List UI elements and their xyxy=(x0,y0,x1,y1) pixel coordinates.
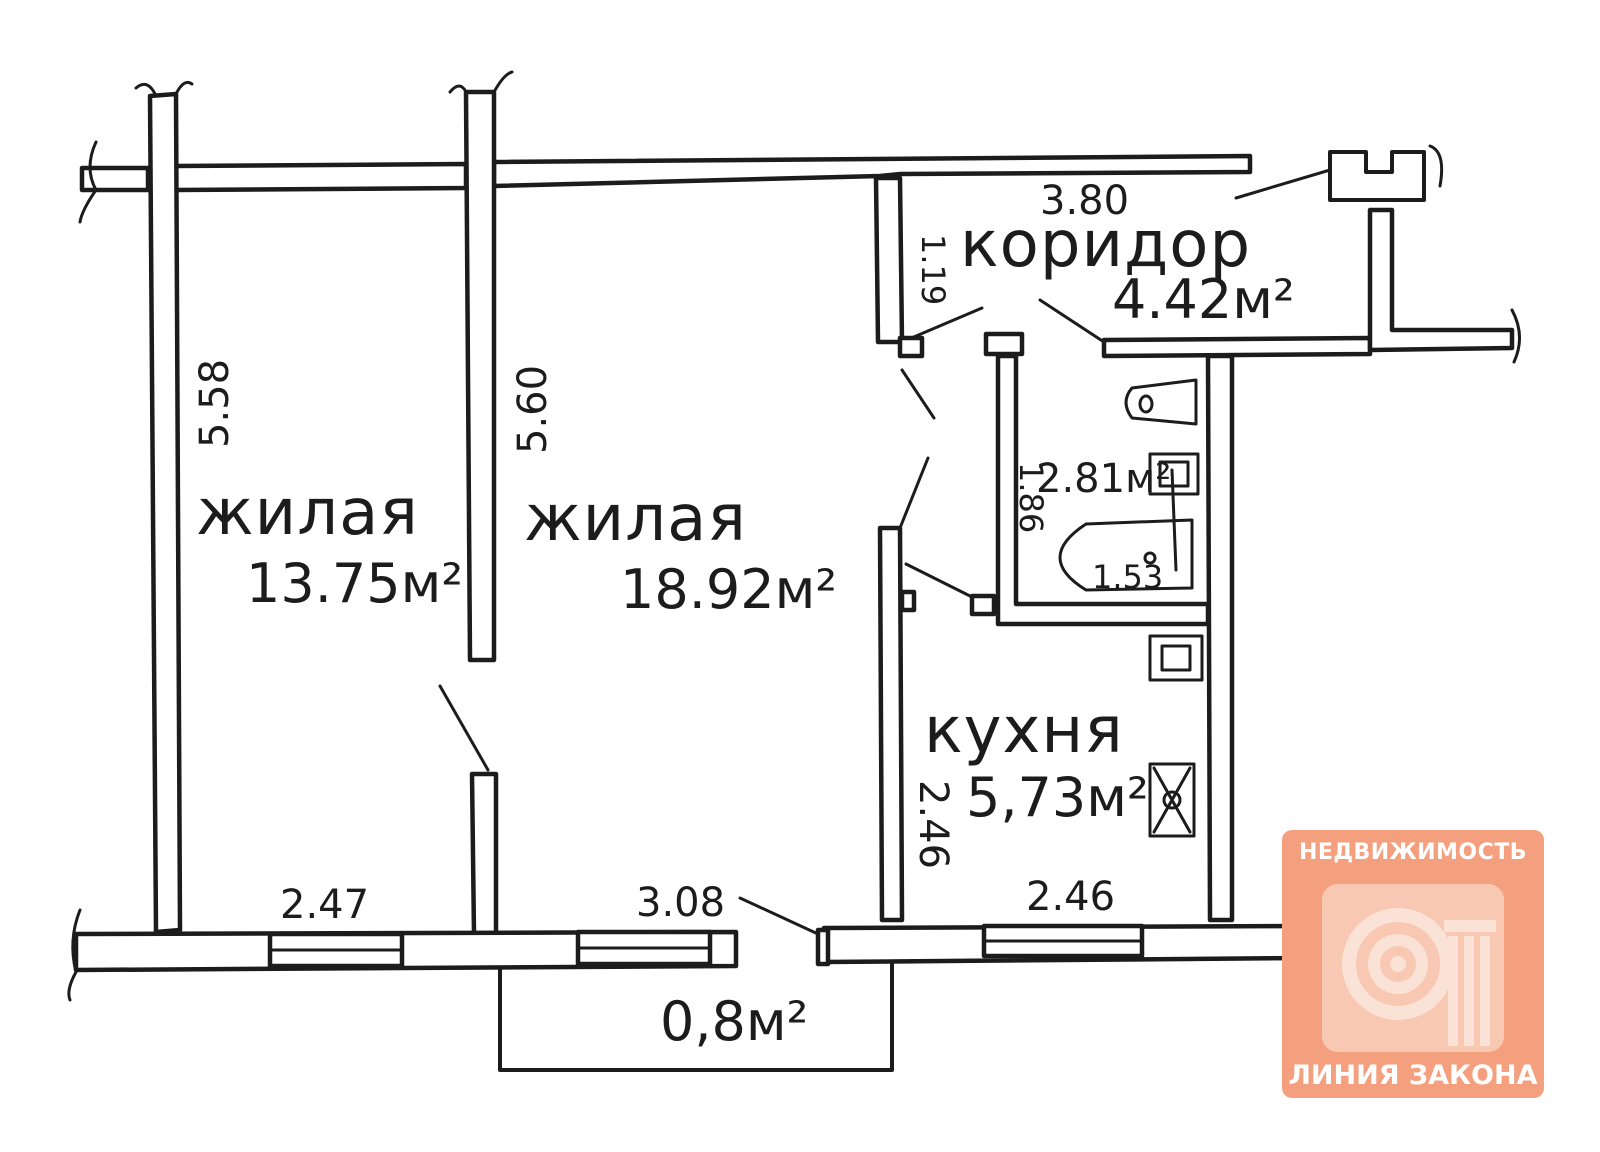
stove-icon xyxy=(1148,762,1196,838)
washbasin-icon xyxy=(1124,378,1198,426)
top-wall-left xyxy=(173,161,469,193)
dim-mid-room-width: 3.08 xyxy=(636,880,725,926)
door-corridor-right xyxy=(1038,298,1106,344)
dim-bath-width: 1.86 xyxy=(1012,462,1050,533)
dim-kitchen-width: 2.46 xyxy=(1026,874,1115,920)
dim-left-room-width: 2.47 xyxy=(280,882,369,928)
sink-icon xyxy=(1148,634,1204,682)
partition-living xyxy=(463,89,497,663)
watermark-bottom-text: ЛИНИЯ ЗАКОНА xyxy=(1288,1060,1538,1091)
dim-bath-length: 1.53 xyxy=(1092,558,1163,596)
room-name-kitchen: кухня xyxy=(924,694,1124,768)
door-balcony xyxy=(738,896,820,936)
room-name-living-left: жилая xyxy=(196,476,419,550)
corridor-right-stub xyxy=(1367,207,1515,353)
partition-living-lower xyxy=(469,771,499,937)
dim-corridor-width: 1.19 xyxy=(914,234,952,305)
top-wall xyxy=(79,165,151,193)
room-area-corridor: 4.42м² xyxy=(1112,268,1295,331)
left-exterior-wall xyxy=(147,91,183,935)
vent-shaft xyxy=(1328,150,1426,202)
partition-corridor-left xyxy=(873,175,905,345)
watermark-top-text: НЕДВИЖИМОСТЬ xyxy=(1298,840,1528,865)
ionic-column-logo-icon xyxy=(1322,884,1504,1052)
room-name-living-mid: жилая xyxy=(524,482,747,556)
door-left-room xyxy=(438,684,490,772)
bathroom-area: 2.81м² xyxy=(1036,456,1171,502)
room-area-kitchen: 5,73м² xyxy=(966,766,1149,829)
top-wall-mid xyxy=(491,153,1253,189)
room-name-corridor: коридор xyxy=(960,208,1251,282)
door-bathroom xyxy=(904,562,972,598)
dim-corridor-length: 3.80 xyxy=(1040,178,1129,224)
room-area-living-left: 13.75м² xyxy=(246,552,463,615)
balcony-area: 0,8м² xyxy=(660,990,808,1053)
dim-kitchen-length: 2.46 xyxy=(910,780,956,869)
room-area-living-mid: 18.92м² xyxy=(620,558,837,621)
door-mid-room-2 xyxy=(898,456,930,530)
door-mid-room-1 xyxy=(900,368,936,420)
balcony-outline xyxy=(498,960,894,1072)
bottom-wall-left xyxy=(73,929,739,973)
bathtub-icon xyxy=(1058,518,1194,592)
corridor-lower-wall xyxy=(1101,335,1373,359)
kitchen-right-wall xyxy=(1205,353,1235,923)
dim-left-room-length: 5.58 xyxy=(192,359,238,448)
partition-kitchen-left xyxy=(877,525,905,923)
watermark: НЕДВИЖИМОСТЬ ЛИНИЯ ЗАКОНА xyxy=(1282,830,1544,1098)
dim-mid-room-length: 5.60 xyxy=(510,365,556,454)
